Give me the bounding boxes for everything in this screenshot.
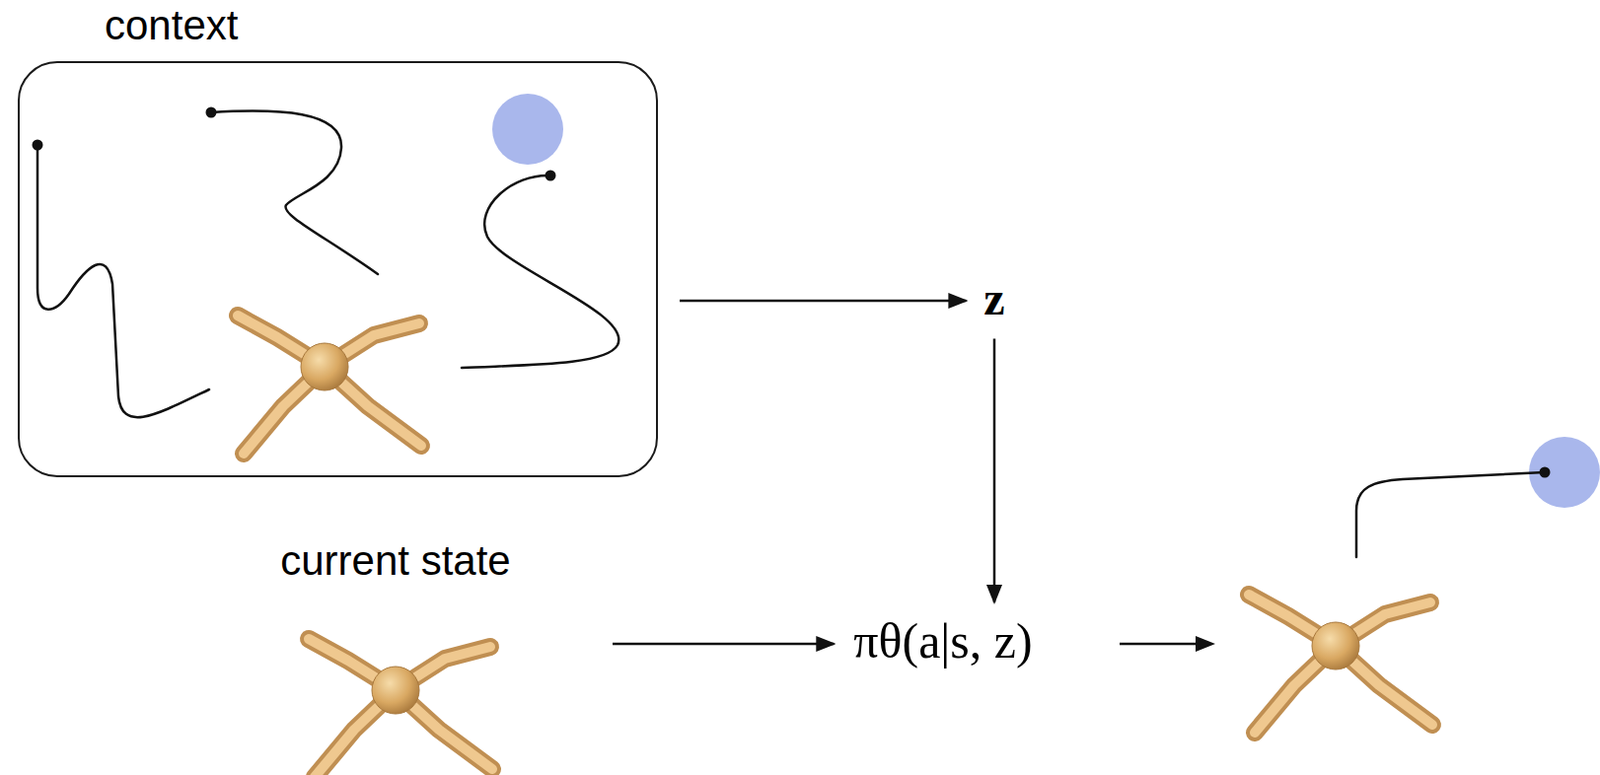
trajectory — [37, 145, 210, 418]
arrow-connector — [993, 339, 997, 604]
output-arrow — [1119, 643, 1200, 647]
node-label: πθ(a|s, z) — [853, 612, 1032, 670]
goal-circle — [492, 93, 564, 165]
trajectory-start — [32, 140, 44, 151]
arrow-connector — [679, 299, 966, 303]
ant-robot — [308, 639, 493, 775]
trajectory — [1356, 472, 1545, 558]
trajectory-start — [545, 170, 557, 182]
context-region: context — [17, 61, 658, 478]
policy-expression: πθ(a|s, z) — [847, 612, 1038, 676]
goal-circle — [1528, 436, 1600, 509]
ant-robot — [1248, 594, 1433, 733]
trajectory-end — [1539, 467, 1551, 479]
trajectory-start — [206, 107, 218, 119]
trajectory — [461, 175, 619, 368]
node-label: context — [104, 1, 238, 50]
arrowhead — [1195, 636, 1216, 653]
node-label: current state — [247, 537, 544, 585]
current-state: current state — [247, 537, 544, 770]
trajectory — [211, 111, 378, 275]
node-label: z — [983, 271, 1005, 326]
ant-robot — [237, 315, 422, 454]
arrow-connector — [612, 643, 834, 647]
latent-variable: z — [977, 271, 1011, 332]
